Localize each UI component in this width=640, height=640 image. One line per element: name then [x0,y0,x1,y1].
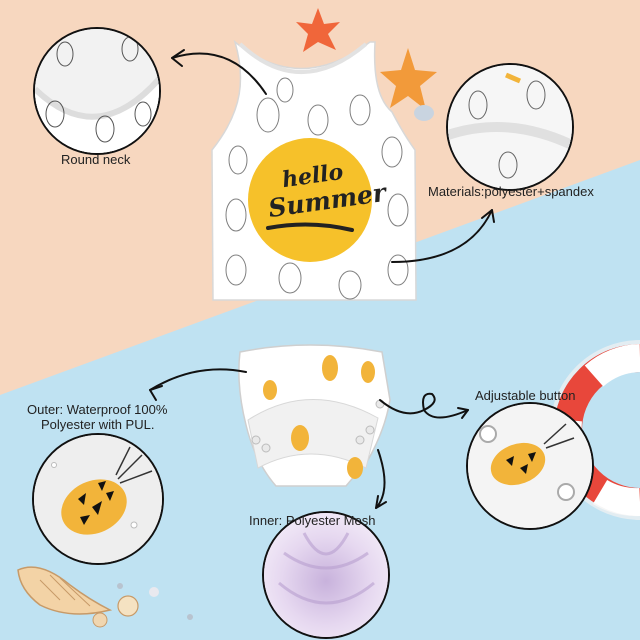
label-outer-line1: Outer: Waterproof 100% [27,402,168,417]
detail-materials [446,63,574,191]
detail-round-neck [33,27,161,155]
label-round-neck: Round neck [61,152,131,167]
label-adjustable-button: Adjustable button [475,388,576,403]
detail-outer-fabric [32,433,164,565]
detail-adjustable-button [466,402,594,530]
label-materials: Materials:polyester+spandex [428,184,594,199]
label-outer-line2: Polyester with PUL. [41,417,155,432]
detail-inner-mesh [262,511,390,639]
label-inner-mesh: Inner: Polyester Mesh [249,513,376,528]
